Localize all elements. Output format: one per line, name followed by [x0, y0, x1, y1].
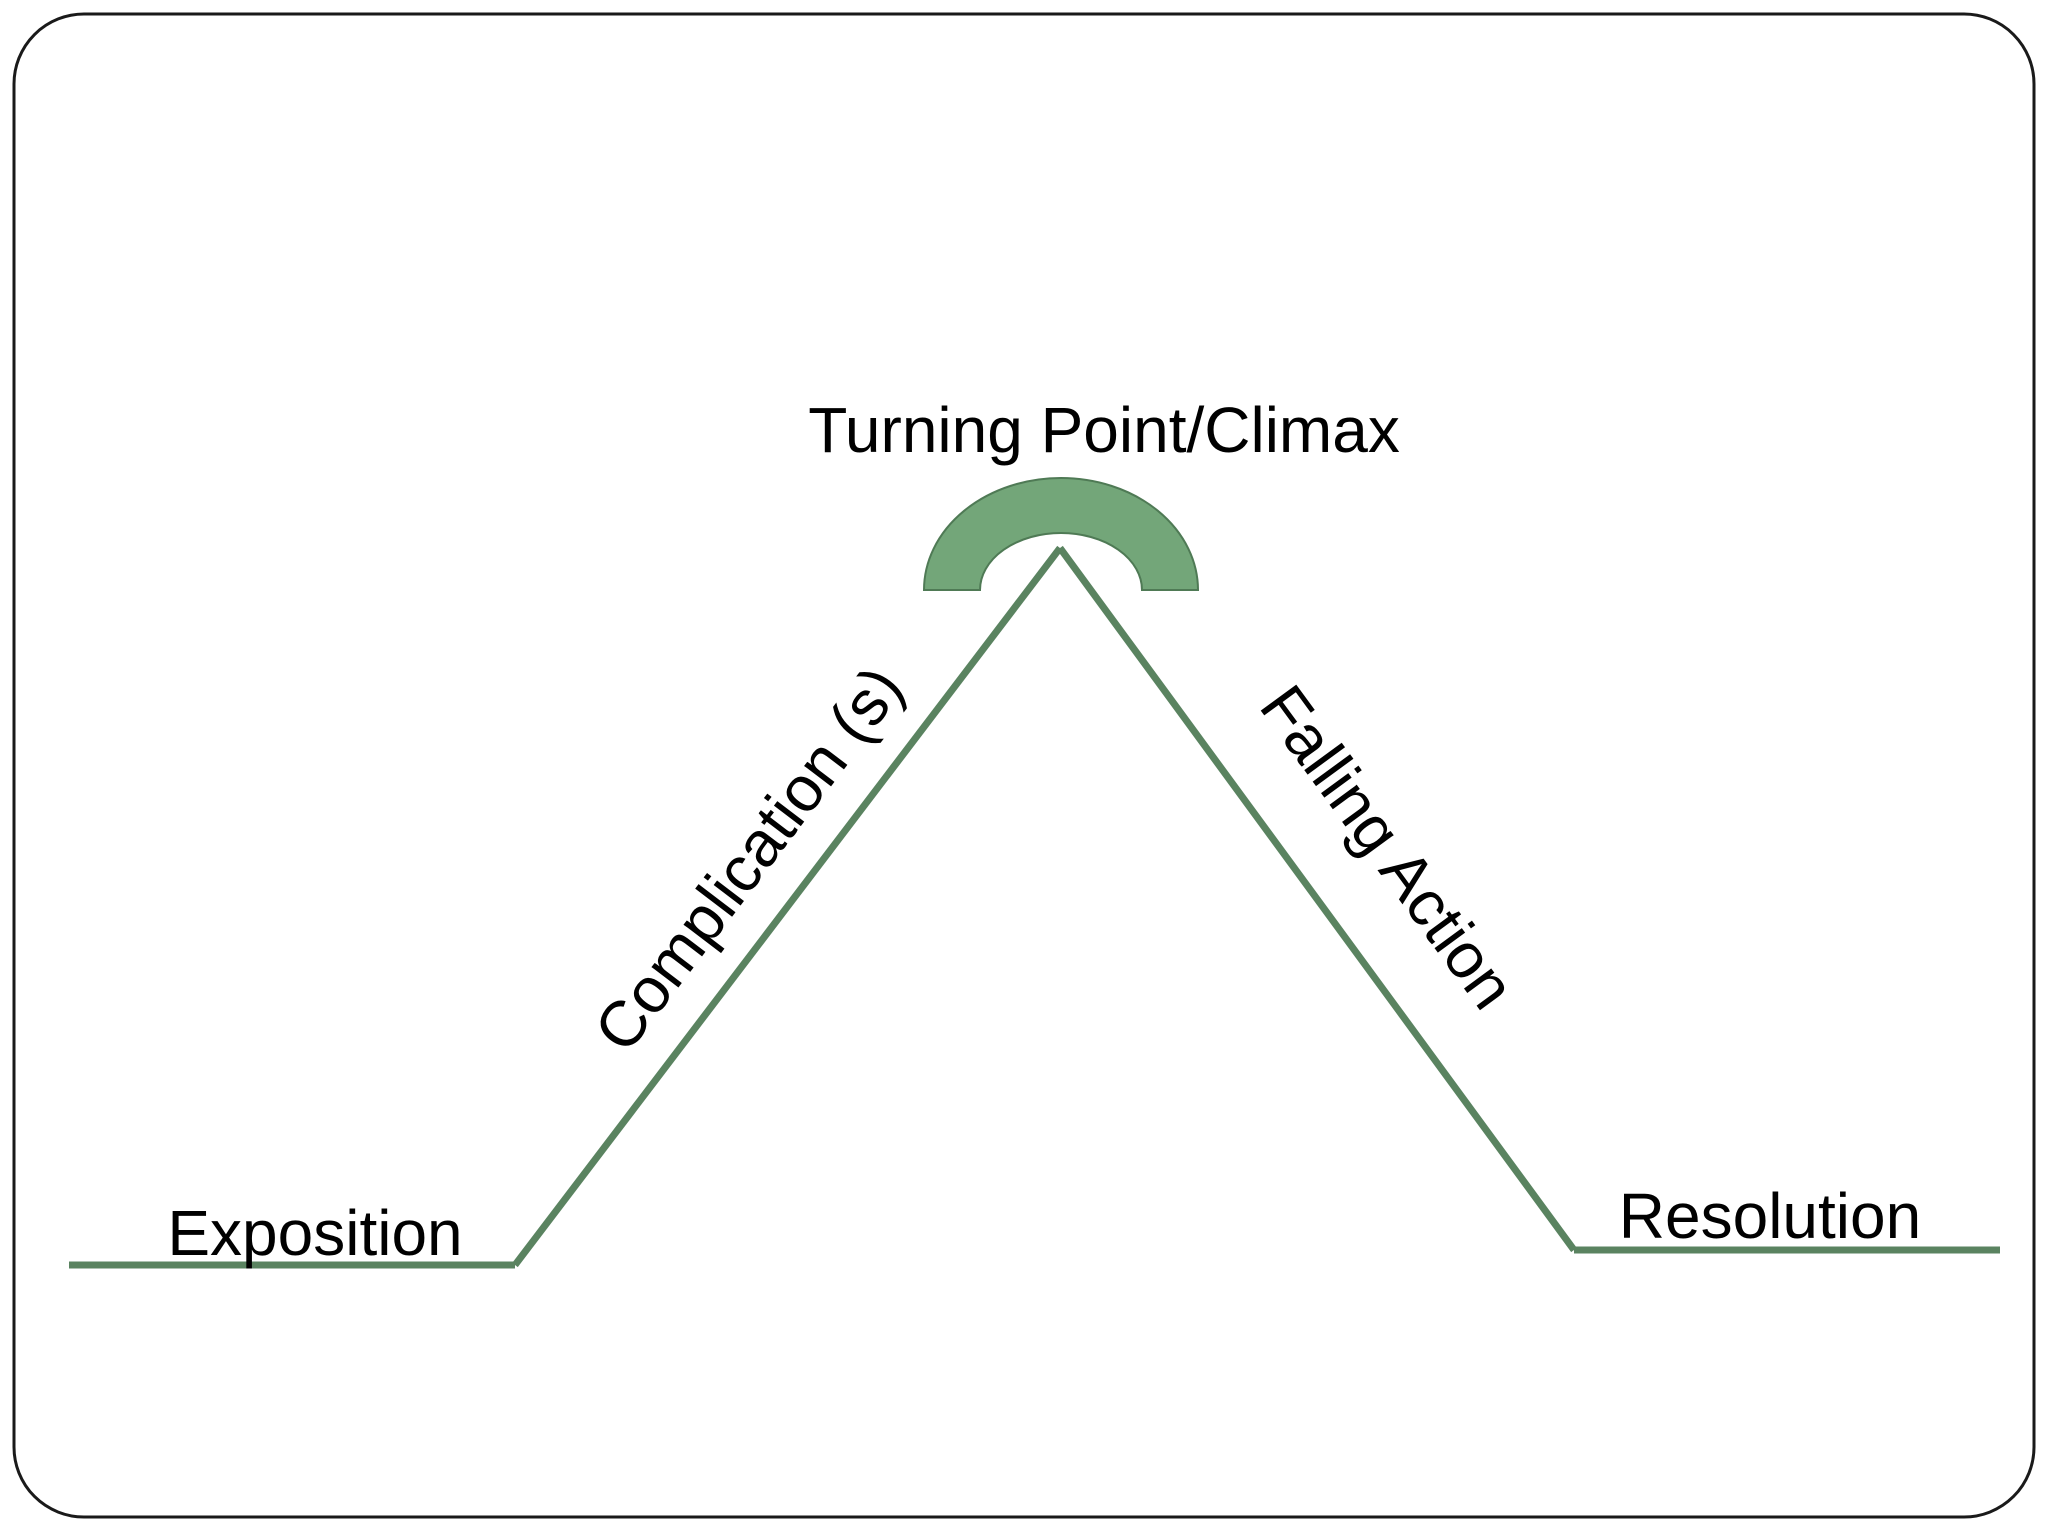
- climax-label: Turning Point/Climax: [808, 394, 1400, 466]
- slide-frame: [12, 12, 2036, 1519]
- rising-action-line: [512, 545, 1063, 1268]
- exposition-label: Exposition: [167, 1197, 462, 1269]
- plot-line: [69, 545, 2000, 1269]
- falling-action-line: [1057, 545, 1577, 1253]
- falling-action-label: Falling Action: [1246, 672, 1529, 1022]
- complication-label: Complication (s): [580, 653, 917, 1065]
- resolution-label: Resolution: [1619, 1180, 1921, 1252]
- climax-arc-icon: [922, 477, 1200, 591]
